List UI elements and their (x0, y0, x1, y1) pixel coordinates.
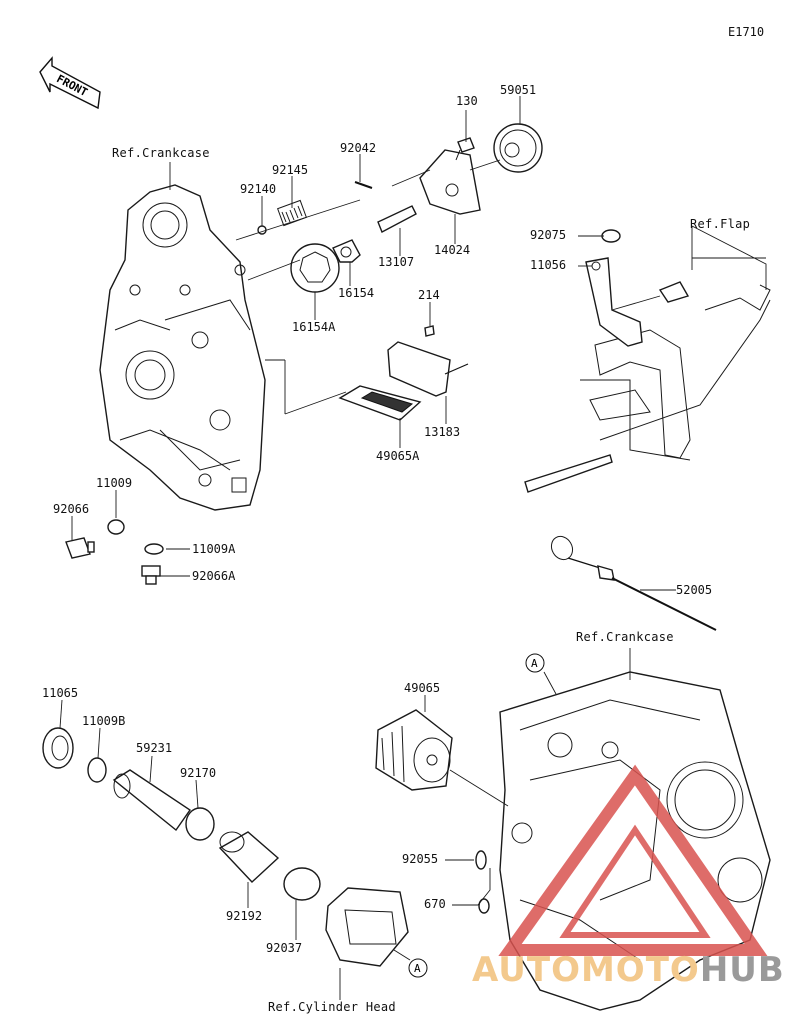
leader-lines (59, 96, 767, 1000)
label-49065: 49065 (404, 681, 441, 695)
flap-bolt (658, 281, 690, 303)
label-49065A: 49065A (376, 449, 420, 463)
callout-a-bottom: A (408, 958, 428, 978)
label-130: 130 (456, 94, 478, 108)
label-92140: 92140 (240, 182, 277, 196)
label-13183: 13183 (424, 425, 461, 439)
oil-seal-11065 (42, 727, 74, 769)
bolt-214 (424, 325, 435, 337)
drain-plug-92066 (65, 537, 95, 559)
crankcase-lower (499, 671, 771, 1011)
washer-11009B (87, 757, 107, 783)
label-13107: 13107 (378, 255, 415, 269)
oil-filter-49065 (375, 709, 453, 791)
pipe-59231 (112, 769, 191, 832)
label-92037: 92037 (266, 941, 303, 955)
label-214: 214 (418, 288, 440, 302)
label-92170: 92170 (180, 766, 217, 780)
clamp-92037 (283, 867, 321, 901)
ref-flap: Ref.Flap (690, 217, 751, 231)
plate-13183 (387, 341, 469, 397)
spring-92145 (277, 199, 307, 227)
svg-text:A: A (531, 657, 538, 670)
label-11009A: 11009A (192, 542, 236, 556)
gear-59051 (493, 123, 543, 173)
label-11056: 11056 (530, 258, 567, 272)
ref-cylinder-head: Ref.Cylinder Head (268, 1000, 396, 1014)
pin-92042 (354, 181, 373, 189)
bracket-11056 (585, 257, 643, 347)
o-ring-92055 (475, 850, 487, 870)
diagram-code: E1710 (728, 25, 765, 39)
watermark-part2: HUB (699, 950, 785, 990)
front-arrow-icon: FRONT (39, 56, 101, 110)
callout-a-top: A (525, 653, 545, 673)
oil-pump-rotor-inner (332, 239, 361, 263)
label-92145: 92145 (272, 163, 309, 177)
watermark-part1: AUTOMOTO (472, 950, 700, 990)
label-92075: 92075 (530, 228, 567, 242)
label-92066: 92066 (53, 502, 90, 516)
hose-92192 (218, 831, 280, 883)
label-670: 670 (424, 897, 446, 911)
label-14024: 14024 (434, 243, 471, 257)
label-16154A: 16154A (292, 320, 336, 334)
clamp-92170 (185, 807, 215, 841)
o-ring-670 (478, 898, 490, 914)
label-92066A: 92066A (192, 569, 236, 583)
label-11009: 11009 (96, 476, 133, 490)
label-11065: 11065 (42, 686, 79, 700)
cylinder-head-cover (325, 887, 409, 967)
label-59231: 59231 (136, 741, 173, 755)
crankcase-cover-upper (99, 184, 266, 511)
drain-plug-92066A (141, 565, 161, 585)
dipstick-52005 (550, 535, 717, 631)
ref-crankcase-bottom: Ref.Crankcase (576, 630, 674, 644)
label-92055: 92055 (402, 852, 439, 866)
ref-crankcase-top: Ref.Crankcase (112, 146, 210, 160)
label-92042: 92042 (340, 141, 377, 155)
gasket-11009A (144, 543, 164, 555)
label-52005: 52005 (676, 583, 713, 597)
oil-strainer-49065A (338, 385, 422, 421)
label-16154: 16154 (338, 286, 375, 300)
svg-text:A: A (414, 962, 421, 975)
cap-92075 (601, 229, 621, 243)
gasket-11009 (107, 519, 125, 535)
shaft-13107 (377, 205, 417, 233)
automotohub-logo-icon (498, 764, 768, 956)
label-11009B: 11009B (82, 714, 126, 728)
pump-cover-14024 (419, 149, 481, 215)
oil-pump-rotor-outer (290, 243, 340, 293)
flap-shaft-assembly (524, 284, 771, 493)
label-59051: 59051 (500, 83, 537, 97)
label-92192: 92192 (226, 909, 263, 923)
watermark: AUTOMOTOHUB (472, 950, 785, 990)
